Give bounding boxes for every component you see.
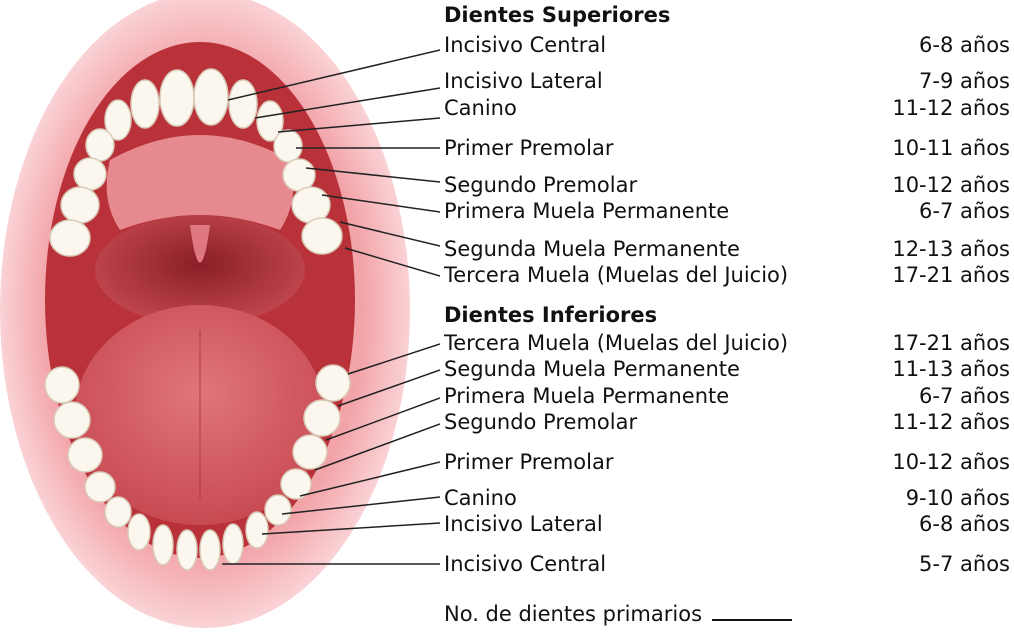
tooth-age: 9-10 años (906, 486, 1010, 510)
tooth-name: Segunda Muela Permanente (444, 237, 740, 261)
footer-label: No. de dientes primarios (444, 602, 702, 626)
tooth-age: 7-9 años (919, 69, 1010, 93)
upper-tooth-row: Primera Muela Permanente 6-7 años (444, 199, 1010, 225)
upper-tooth-row: Incisivo Lateral 7-9 años (444, 69, 1010, 95)
tooth-age: 6-8 años (919, 33, 1010, 57)
tooth-name: Primera Muela Permanente (444, 199, 729, 223)
tooth-age: 5-7 años (919, 552, 1010, 576)
tooth-name: Incisivo Central (444, 552, 606, 576)
upper-tooth-row: Tercera Muela (Muelas del Juicio) 17-21 … (444, 263, 1010, 289)
tooth-age: 11-13 años (892, 357, 1010, 381)
upper-tooth-row: Canino 11-12 años (444, 96, 1010, 122)
tooth-name: Segundo Premolar (444, 173, 637, 197)
tooth-name: Tercera Muela (Muelas del Juicio) (444, 263, 788, 287)
tooth-name: Tercera Muela (Muelas del Juicio) (444, 331, 788, 355)
tooth-age: 10-11 años (892, 136, 1010, 160)
upper-tooth-row: Segundo Premolar 10-12 años (444, 173, 1010, 199)
tooth-name: Canino (444, 96, 517, 120)
lower-tooth-row: Segunda Muela Permanente 11-13 años (444, 357, 1010, 383)
upper-tooth-row: Primer Premolar 10-11 años (444, 136, 1010, 162)
lower-tooth-row: Incisivo Lateral 6-8 años (444, 512, 1010, 538)
tooth-age: 11-12 años (892, 410, 1010, 434)
tooth-name: Segunda Muela Permanente (444, 357, 740, 381)
upper-tooth-row: Segunda Muela Permanente 12-13 años (444, 237, 1010, 263)
lower-tooth-row: Primera Muela Permanente 6-7 años (444, 384, 1010, 410)
tooth-age: 17-21 años (892, 263, 1010, 287)
tooth-name: Incisivo Central (444, 33, 606, 57)
lower-tooth-row: Tercera Muela (Muelas del Juicio) 17-21 … (444, 331, 1010, 357)
tooth-age: 11-12 años (892, 96, 1010, 120)
primary-teeth-count: No. de dientes primarios (444, 601, 792, 626)
upper-tooth-row: Incisivo Central 6-8 años (444, 33, 1010, 59)
lower-tooth-row: Canino 9-10 años (444, 486, 1010, 512)
tooth-name: Incisivo Lateral (444, 512, 603, 536)
tooth-name: Segundo Premolar (444, 410, 637, 434)
lower-tooth-row: Primer Premolar 10-12 años (444, 450, 1010, 476)
answer-blank[interactable] (712, 601, 792, 621)
tooth-name: Canino (444, 486, 517, 510)
tooth-name: Primer Premolar (444, 136, 613, 160)
lower-heading: Dientes Inferiores (444, 303, 657, 327)
tooth-age: 6-8 años (919, 512, 1010, 536)
tooth-age: 10-12 años (892, 450, 1010, 474)
tooth-age: 6-7 años (919, 199, 1010, 223)
upper-heading: Dientes Superiores (444, 3, 670, 27)
tooth-age: 6-7 años (919, 384, 1010, 408)
tooth-name: Primer Premolar (444, 450, 613, 474)
tooth-age: 17-21 años (892, 331, 1010, 355)
open-mouth-illustration (0, 0, 440, 634)
tooth-name: Primera Muela Permanente (444, 384, 729, 408)
tooth-age: 12-13 años (892, 237, 1010, 261)
lower-tooth-row: Segundo Premolar 11-12 años (444, 410, 1010, 436)
tooth-name: Incisivo Lateral (444, 69, 603, 93)
tooth-age: 10-12 años (892, 173, 1010, 197)
lower-tooth-row: Incisivo Central 5-7 años (444, 552, 1010, 578)
